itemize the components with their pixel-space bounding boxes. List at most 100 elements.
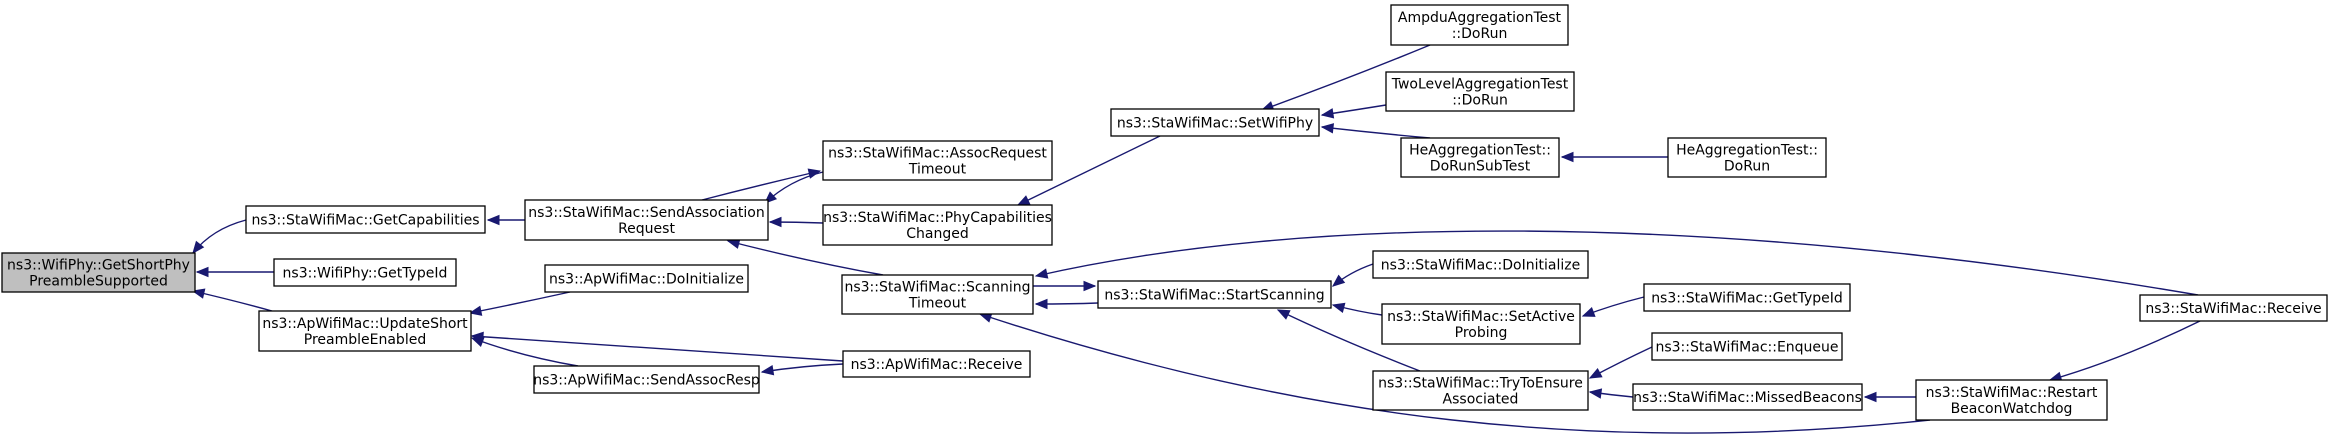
arrowhead-icon (1083, 280, 1097, 292)
node-apreceive[interactable]: ns3::ApWifiMac::Receive (842, 350, 1031, 378)
node-box (822, 204, 1053, 246)
node-apsendassocresp[interactable]: ns3::ApWifiMac::SendAssocResp (533, 365, 760, 394)
node-label-line: ns3::StaWifiMac::SetActive (1387, 309, 1575, 325)
arrowhead-icon (192, 240, 205, 255)
node-label-line: ns3::StaWifiMac::AssocRequest (828, 146, 1047, 162)
edge-tryensure-to-startscanning (1276, 309, 1421, 372)
edge-stareceive-to-restartbeacon (2048, 320, 2201, 382)
node-twoleveltest[interactable]: TwoLevelAggregationTest::DoRun (1385, 71, 1575, 112)
node-label-line: Probing (1455, 325, 1508, 341)
arrowhead-icon (1331, 302, 1346, 313)
node-startscanning[interactable]: ns3::StaWifiMac::StartScanning (1097, 280, 1332, 309)
node-stagettypeid[interactable]: ns3::StaWifiMac::GetTypeId (1643, 283, 1851, 312)
node-box (1667, 137, 1827, 178)
arrowhead-icon (470, 331, 484, 343)
node-label-line: ns3::StaWifiMac::SetWifiPhy (1117, 116, 1313, 132)
node-label-line: Timeout (908, 296, 967, 312)
arrowhead-icon (760, 365, 775, 376)
node-stareceive[interactable]: ns3::StaWifiMac::Receive (2139, 294, 2328, 322)
arrowhead-icon (468, 305, 483, 316)
node-label-line: ns3::StaWifiMac::Enqueue (1655, 340, 1838, 356)
edge-line (192, 290, 273, 312)
edge-stareceive-to-scantimeout (1034, 230, 2199, 296)
node-root[interactable]: ns3::WifiPhy::GetShortPhyPreambleSupport… (1, 252, 196, 293)
node-label-line: ns3::StaWifiMac::DoInitialize (1381, 258, 1580, 274)
node-hesubtest[interactable]: HeAggregationTest::DoRunSubTest (1400, 137, 1560, 178)
node-label-line: ns3::StaWifiMac::MissedBeacons (1633, 390, 1862, 406)
node-getcap[interactable]: ns3::StaWifiMac::GetCapabilities (245, 205, 486, 234)
node-box (1110, 108, 1320, 137)
node-box (1643, 283, 1851, 312)
edge-line (471, 335, 844, 362)
node-label-line: HeAggregationTest:: (1409, 143, 1551, 159)
edge-apupdate-to-root (191, 288, 273, 312)
edge-hesubtest-to-setwifiphy (1320, 123, 1431, 139)
node-stadoinit[interactable]: ns3::StaWifiMac::DoInitialize (1372, 250, 1589, 279)
node-missedbeacons[interactable]: ns3::StaWifiMac::MissedBeacons (1632, 383, 1863, 411)
node-box (533, 365, 760, 394)
edge-line (1277, 309, 1421, 372)
node-apdoinit[interactable]: ns3::ApWifiMac::DoInitialize (544, 264, 749, 293)
arrowhead-icon (726, 238, 741, 249)
arrowhead-icon (1863, 391, 1877, 403)
edge-hedorun-to-hesubtest (1560, 151, 1668, 163)
arrowhead-icon (768, 216, 782, 228)
node-box (1385, 71, 1575, 112)
node-layer: ns3::WifiPhy::GetShortPhyPreambleSupport… (1, 4, 2328, 421)
node-label-line: ns3::StaWifiMac::PhyCapabilities (823, 210, 1052, 226)
edge-line (701, 170, 821, 201)
node-setwifiphy[interactable]: ns3::StaWifiMac::SetWifiPhy (1110, 108, 1320, 137)
node-hedorun[interactable]: HeAggregationTest::DoRun (1667, 137, 1827, 178)
node-label-line: DoRun (1724, 159, 1770, 175)
edge-stagettypeid-to-setactiveprobing (1581, 296, 1645, 317)
edge-missedbeacons-to-tryensure (1588, 388, 1634, 399)
node-box (1372, 370, 1589, 411)
edge-phycapchanged-to-sendassoc (768, 216, 824, 228)
node-box (1381, 303, 1581, 345)
node-box (524, 199, 769, 241)
edge-twoleveltest-to-setwifiphy (1320, 104, 1387, 119)
edge-line (761, 363, 844, 373)
node-enqueue[interactable]: ns3::StaWifiMac::Enqueue (1651, 332, 1843, 361)
node-label-line: ::DoRun (1452, 26, 1508, 42)
node-phygettypeid[interactable]: ns3::WifiPhy::GetTypeId (273, 258, 457, 287)
edge-stadoinit-to-startscanning (1331, 263, 1374, 287)
arrowhead-icon (1016, 195, 1031, 206)
edge-apreceive-to-apupdate (470, 331, 844, 362)
edge-line (979, 313, 1931, 434)
node-label-line: ::DoRun (1452, 93, 1508, 109)
node-label-line: Timeout (908, 162, 967, 178)
node-label-line: ns3::WifiPhy::GetShortPhy (7, 258, 190, 274)
node-label-line: ns3::WifiPhy::GetTypeId (283, 266, 448, 282)
edge-sendassoc-to-assocreqtimeout (701, 168, 822, 201)
node-label-line: ns3::StaWifiMac::SendAssociation (528, 205, 764, 221)
node-ampdutest[interactable]: AmpduAggregationTest::DoRun (1390, 4, 1569, 46)
edge-line (727, 240, 884, 276)
node-label-line: ns3::ApWifiMac::Receive (851, 357, 1023, 373)
node-label-line: ns3::ApWifiMac::SendAssocResp (533, 373, 760, 389)
node-box (1, 252, 196, 293)
node-apupdate[interactable]: ns3::ApWifiMac::UpdateShortPreambleEnabl… (258, 310, 472, 352)
node-box (2139, 294, 2328, 322)
node-label-line: TwoLevelAggregationTest (1391, 77, 1569, 93)
arrowhead-icon (486, 214, 500, 226)
node-label-line: AmpduAggregationTest (1398, 10, 1562, 26)
arrowhead-icon (191, 288, 206, 299)
node-box (1400, 137, 1560, 178)
node-label-line: Request (618, 221, 675, 237)
node-label-line: Associated (1443, 392, 1519, 408)
node-box (258, 310, 472, 352)
node-box (1097, 280, 1332, 309)
node-label-line: ns3::ApWifiMac::DoInitialize (549, 272, 744, 288)
edge-layer (191, 44, 2201, 434)
edge-phygettypeid-to-root (195, 266, 274, 278)
arrowhead-icon (1034, 268, 1049, 279)
